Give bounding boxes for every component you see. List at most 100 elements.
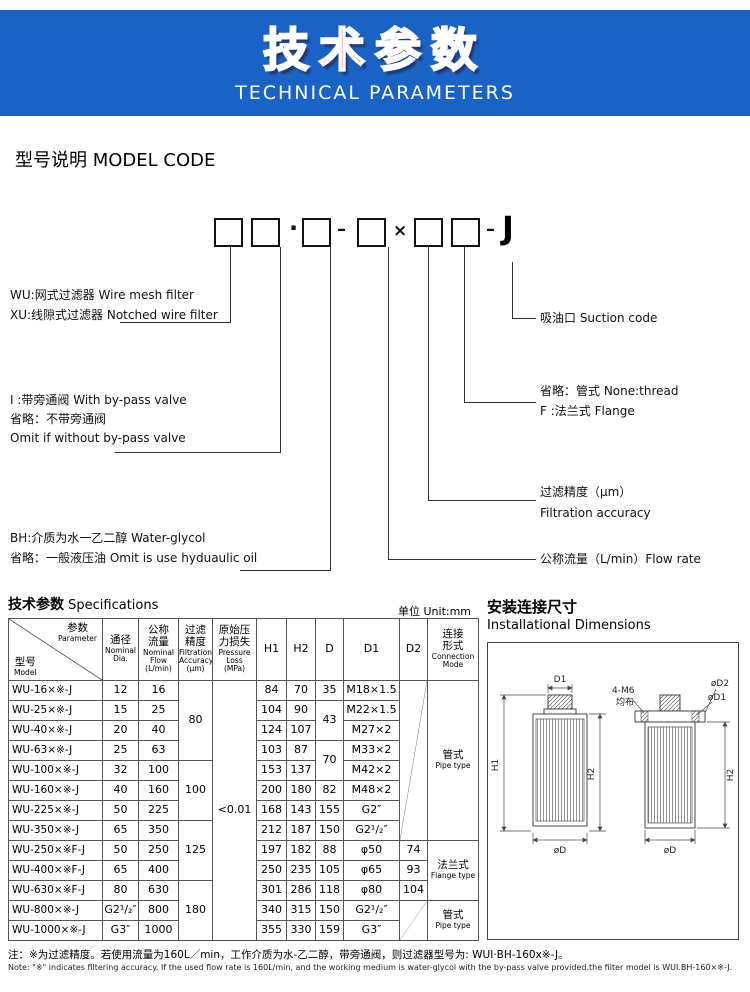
table-row: WU-100×※-J 32 100 100 153 137 M42×2 [8, 760, 479, 821]
cell-dia: 20 [102, 720, 139, 741]
header-accuracy-cn1: 过滤 [185, 624, 206, 637]
connection-label-cn: 管式 [442, 749, 464, 762]
cell-model: WU-16×※-J [8, 680, 103, 701]
label-bypass-1: I :带旁通阀 With by-pass valve [10, 393, 187, 407]
cell-h1: 212 [256, 820, 287, 841]
cell-h1: 200 [256, 780, 287, 801]
cell-accuracy: 180 [178, 880, 213, 941]
connector-line [230, 247, 231, 323]
header-flow-en1: Nominal [142, 647, 175, 657]
connector-line [464, 247, 465, 402]
header-connection-en1: Connection [431, 651, 475, 661]
cell-h1: 153 [256, 760, 287, 781]
connector-line [240, 570, 331, 571]
cell-d1: M33×2 [343, 740, 400, 761]
header-dia-cn: 通径 [110, 634, 131, 647]
cell-h1: 124 [256, 720, 287, 741]
code-times: × [393, 221, 408, 241]
connection-label-en: Pipe type [435, 921, 471, 931]
cell-h1: 355 [256, 920, 287, 941]
label-medium-2: 省略：一般液压油 Omit is use hyduaulic oil [10, 551, 258, 565]
label-accuracy-2: Filtration accuracy [540, 506, 651, 520]
cell-h1: 197 [256, 840, 287, 861]
connector-line [280, 247, 281, 452]
dim-od-left-label: øD [554, 846, 567, 856]
cell-model: WU-63×※-J [8, 740, 103, 761]
cell-flow: 25 [138, 700, 179, 721]
banner-title-en: TECHNICAL PARAMETERS [235, 82, 515, 104]
cell-d1: G2″ [343, 800, 400, 821]
cell-flow: 40 [138, 720, 179, 741]
cell-d: 105 [315, 860, 344, 881]
label-conn-flange: F :法兰式 Flange [540, 404, 635, 418]
dimension-labels-group: D1 H1 H2 øD 4-M6 均布 øD2 øD1 H2 øD [491, 675, 736, 856]
header-connection-cn2: 形式 [442, 640, 464, 653]
header-accuracy-en2: Accuracy [179, 656, 213, 666]
code-dot: · [289, 214, 299, 242]
header-flow-unit: (L/min) [145, 664, 172, 674]
header-accuracy-cn2: 精度 [185, 635, 206, 648]
connector-line [330, 247, 331, 570]
cell-d1: φ65 [343, 860, 400, 881]
label-bypass-2: 省略：不带旁通阀 [10, 412, 107, 426]
dimension-lines-group [500, 684, 730, 844]
diagonal-slash [400, 682, 427, 839]
cell-h2: 137 [286, 760, 316, 781]
specs-heading-cn: 技术参数 [8, 597, 64, 613]
cell-h2: 315 [286, 900, 316, 921]
header-flow-cn1: 公称 [148, 624, 169, 637]
dim-h1-label: H1 [491, 759, 501, 772]
install-heading-en: Installational Dimensions [487, 618, 651, 633]
banner: 技术参数 TECHNICAL PARAMETERS [0, 10, 750, 116]
cell-d2-slash [399, 900, 428, 941]
cell-flow: 400 [138, 860, 179, 881]
table-row: WU-160×※-J 40 160 200 180 82 M48×2 [8, 780, 479, 801]
header-d2: D2 [399, 618, 428, 681]
code-dash-1: – [337, 219, 346, 240]
dim-d1-label: D1 [554, 675, 567, 685]
table-row: WU-630×※F-J 80 630 180 301 286 118 φ80 1… [8, 880, 479, 941]
header-connection-en2: Mode [442, 660, 464, 670]
cell-h2: 107 [286, 720, 316, 741]
cell-model: WU-250×※F-J [8, 840, 103, 861]
header-accuracy-unit: (μm) [186, 664, 205, 674]
cell-d2-slash [399, 680, 428, 841]
cell-model: WU-25×※-J [8, 700, 103, 721]
cell-h2: 180 [286, 780, 316, 801]
cell-d1: M48×2 [343, 780, 400, 801]
banner-title-cn: 技术参数 [262, 22, 487, 78]
label-medium-1: BH:介质为水一乙二醇 Water-glycol [10, 531, 206, 545]
code-box-3 [302, 218, 331, 247]
model-code-heading: 型号说明 MODEL CODE [15, 146, 215, 172]
cell-dia: 32 [102, 760, 139, 781]
cell-model: WU-100×※-J [8, 760, 103, 781]
cell-dia: G2¹/₂″ [102, 900, 139, 921]
cell-d: 155 [315, 800, 344, 821]
table-row: WU-1000×※-J G3″ 1000 355 330 159 G3″ [8, 920, 479, 941]
label-conn-thread: 省略：管式 None:thread [540, 384, 679, 398]
table-row: WU-800×※-J G2¹/₂″ 800 340 315 150 G2¹/₂″… [8, 900, 479, 941]
label-accuracy-1: 过滤精度（μm） [540, 485, 632, 499]
connector-line [120, 322, 231, 323]
table-row: WU-16×※-J 12 16 80 <0.01 84 70 35 M18×1.… [8, 680, 479, 941]
header-loss-en1: Pressure [218, 647, 251, 657]
cell-dia: 50 [102, 840, 139, 861]
cell-flow: 350 [138, 820, 179, 841]
header-d1: D1 [343, 618, 400, 681]
code-box-2 [251, 218, 280, 247]
header-loss-cn2: 力损失 [218, 635, 251, 648]
cell-h2: 286 [286, 880, 316, 901]
cell-model: WU-800×※-J [8, 900, 103, 921]
cell-flow: 800 [138, 900, 179, 921]
specs-heading-en: Specifications [68, 598, 159, 613]
cell-model: WU-630×※F-J [8, 880, 103, 901]
model-code-heading-en: MODEL CODE [92, 150, 216, 171]
cell-h1: 340 [256, 900, 287, 921]
